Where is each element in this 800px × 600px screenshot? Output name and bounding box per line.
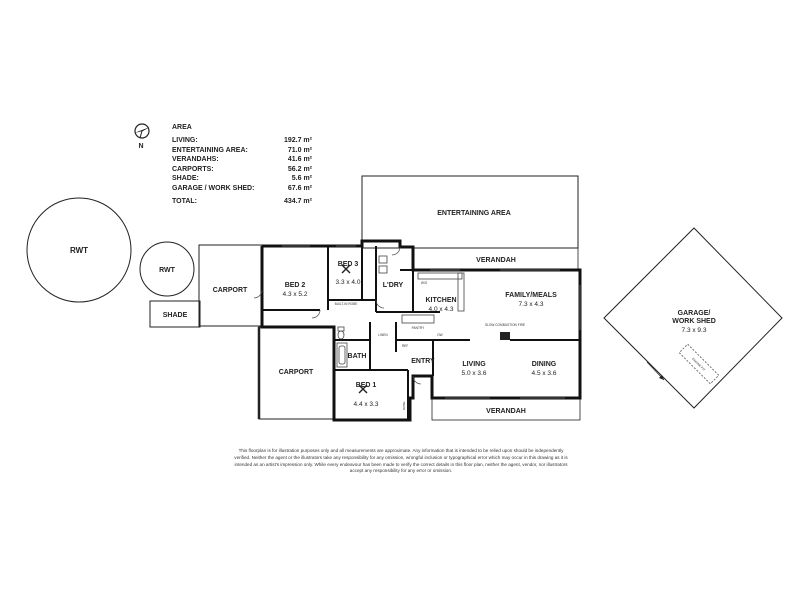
entertaining-area: ENTERTAINING AREA bbox=[361, 175, 579, 249]
garage-label-line2: WORK SHED bbox=[672, 318, 716, 325]
garage-work-shed: GARAGE/ WORK SHED 7.3 x 9.3 ENGINE PIT bbox=[603, 227, 783, 409]
linen-label: LINEN bbox=[378, 333, 388, 337]
area-row-value: 192.7 m² bbox=[283, 137, 312, 144]
kitchen-size: 4.0 x 4.3 bbox=[429, 306, 454, 313]
verandah-top: VERANDAH bbox=[412, 247, 579, 271]
bed2-size: 4.3 x 5.2 bbox=[283, 291, 308, 298]
verandah-top-label: VERANDAH bbox=[476, 257, 516, 264]
area-row-label: VERANDAHS: bbox=[172, 156, 219, 163]
disclaimer-text: This floorplan is for illustration purpo… bbox=[234, 448, 568, 474]
north-compass-icon: N bbox=[134, 123, 150, 150]
rwt-small-label: RWT bbox=[159, 267, 176, 274]
dining-size: 4.5 x 3.6 bbox=[532, 370, 557, 377]
area-row-label: GARAGE / WORK SHED: bbox=[172, 184, 255, 192]
area-row-entertaining: ENTERTAINING AREA: 71.0 m² bbox=[172, 146, 312, 156]
bath-tub bbox=[336, 342, 348, 368]
carport-bottom: CARPORT bbox=[257, 326, 334, 420]
family-label: FAMILY/MEALS bbox=[505, 292, 557, 299]
ldry-label: L'DRY bbox=[383, 282, 404, 289]
rwt-large: RWT bbox=[26, 197, 132, 303]
area-total-label: TOTAL: bbox=[172, 198, 198, 205]
area-row-value: 5.6 m² bbox=[291, 175, 312, 182]
bath-label: BATH bbox=[348, 353, 367, 360]
area-row-carports: CARPORTS: 56.2 m² bbox=[172, 165, 312, 175]
area-table: AREA LIVING: 192.7 m² ENTERTAINING AREA:… bbox=[172, 124, 312, 207]
garage-size: 7.3 x 9.3 bbox=[682, 327, 707, 334]
builtin-robe-label: BUILT-IN ROBE bbox=[335, 302, 358, 306]
area-row-value: 67.6 m² bbox=[287, 184, 312, 192]
living-size: 5.0 x 3.6 bbox=[462, 370, 487, 377]
entry-label: ENTRY bbox=[411, 358, 435, 365]
toilet-icon bbox=[337, 326, 345, 340]
rwt-small: RWT bbox=[139, 241, 195, 297]
compass-label: N bbox=[138, 143, 143, 150]
bed3-label: BED 3 bbox=[338, 261, 359, 268]
garage-label-line1: GARAGE/ bbox=[678, 310, 711, 317]
bed2-label: BED 2 bbox=[285, 282, 306, 289]
area-row-garage: GARAGE / WORK SHED: 67.6 m² bbox=[172, 184, 312, 194]
window-marks bbox=[282, 245, 581, 399]
carport-bottom-label: CARPORT bbox=[279, 369, 314, 376]
verandah-bottom-label: VERANDAH bbox=[486, 408, 526, 415]
pantry-label: PANTRY bbox=[412, 326, 426, 330]
living-label: LIVING bbox=[462, 361, 486, 368]
shade-area: SHADE bbox=[149, 300, 201, 328]
area-row-total: TOTAL: 434.7 m² bbox=[172, 197, 312, 207]
door-swings bbox=[253, 246, 422, 385]
house-walls bbox=[260, 239, 582, 422]
bed1-size: 4.4 x 3.3 bbox=[354, 401, 379, 408]
interior-walls bbox=[262, 246, 580, 420]
carport-top-label: CARPORT bbox=[213, 287, 248, 294]
area-row-value: 71.0 m² bbox=[287, 146, 312, 154]
area-table-title: AREA bbox=[172, 124, 192, 131]
bed1-robe-label: ROBE bbox=[402, 401, 406, 410]
wall-oven-label: W/O bbox=[421, 281, 428, 285]
area-row-shade: SHADE: 5.6 m² bbox=[172, 174, 312, 184]
entertaining-label: ENTERTAINING AREA bbox=[437, 210, 511, 217]
garage-door-arrow-icon bbox=[646, 361, 665, 381]
family-size: 7.3 x 4.3 bbox=[519, 301, 544, 308]
ceiling-fan-icon bbox=[341, 264, 368, 394]
area-row-living: LIVING: 192.7 m² bbox=[172, 136, 312, 146]
carport-top: CARPORT bbox=[198, 244, 263, 327]
ldry-fixtures bbox=[378, 255, 388, 274]
shade-label: SHADE bbox=[163, 312, 188, 319]
fireplace-label: SLOW COMBUSTION FIRE bbox=[485, 323, 525, 327]
area-row-label: ENTERTAINING AREA: bbox=[172, 146, 248, 154]
area-row-value: 41.6 m² bbox=[287, 156, 312, 163]
bed3-size: 3.3 x 4.0 bbox=[336, 279, 361, 286]
fridge-label: REF bbox=[402, 344, 408, 348]
fireplace-icon bbox=[500, 332, 510, 340]
dishwasher-label: DW bbox=[437, 333, 442, 337]
kitchen-bench bbox=[401, 272, 465, 324]
area-row-verandahs: VERANDAHS: 41.6 m² bbox=[172, 155, 312, 165]
bed1-label: BED 1 bbox=[356, 382, 377, 389]
engine-pit: ENGINE PIT bbox=[678, 343, 720, 385]
dining-label: DINING bbox=[532, 361, 557, 368]
verandah-bottom: VERANDAH bbox=[431, 397, 581, 421]
area-row-label: LIVING: bbox=[172, 137, 198, 144]
kitchen-label: KITCHEN bbox=[425, 297, 456, 304]
area-total-value: 434.7 m² bbox=[283, 198, 312, 205]
engine-pit-label: ENGINE PIT bbox=[691, 357, 706, 372]
rwt-large-label: RWT bbox=[70, 246, 88, 255]
area-row-label: SHADE: bbox=[172, 175, 199, 182]
area-row-label: CARPORTS: bbox=[172, 165, 214, 173]
area-row-value: 56.2 m² bbox=[287, 165, 312, 173]
